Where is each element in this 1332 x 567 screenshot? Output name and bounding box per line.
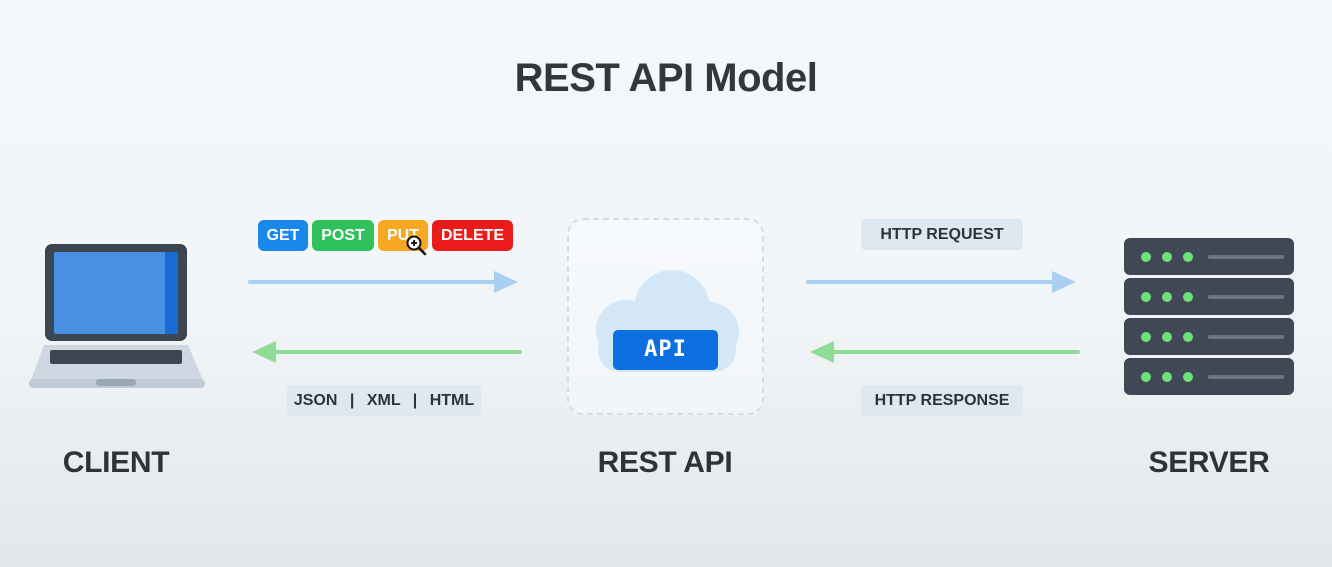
method-get-pill: GET (258, 220, 308, 251)
server-request-arrow (806, 271, 1076, 293)
method-delete-label: DELETE (440, 227, 505, 244)
diagram-title: REST API Model (514, 56, 818, 100)
method-post-pill: POST (312, 220, 374, 251)
client-response-arrow (252, 341, 522, 363)
client-label: CLIENT (62, 446, 170, 479)
server-label: SERVER (1148, 446, 1270, 479)
format-separator: | (349, 392, 355, 409)
method-delete-pill: DELETE (432, 220, 513, 251)
api-badge: API (613, 330, 718, 370)
server-icon (1124, 238, 1294, 395)
http-response-tag: HTTP RESPONSE (861, 385, 1023, 416)
format-json: JSON (293, 392, 338, 409)
format-separator: | (412, 392, 418, 409)
method-post-label: POST (321, 227, 365, 244)
http-request-tag: HTTP REQUEST (861, 219, 1023, 250)
formats-tag: JSON | XML | HTML (287, 385, 481, 416)
rest-api-label: REST API (597, 446, 733, 479)
client-request-arrow (248, 271, 518, 293)
format-html: HTML (429, 392, 475, 409)
format-xml: XML (366, 392, 401, 409)
zoom-cursor-icon (406, 235, 427, 256)
method-get-label: GET (266, 227, 300, 244)
server-response-arrow (810, 341, 1080, 363)
laptop-icon (29, 244, 205, 388)
